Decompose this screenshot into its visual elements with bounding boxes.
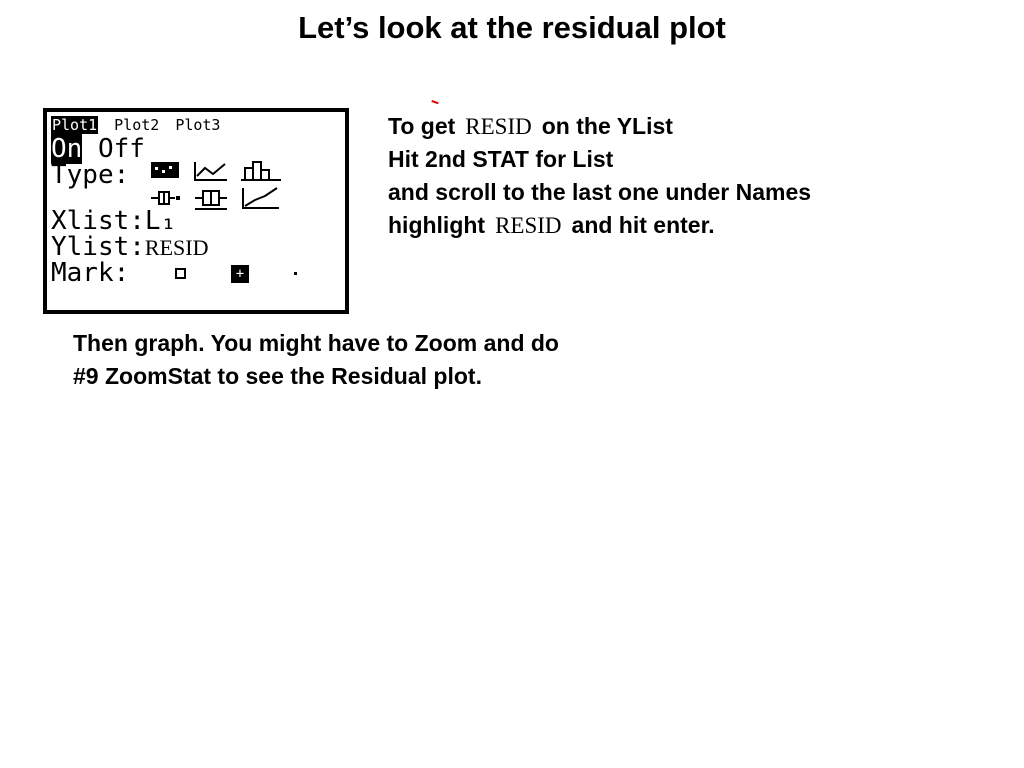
line1-pre: To get	[388, 113, 456, 139]
followup-line-1: Then graph. You might have to Zoom and d…	[73, 330, 559, 356]
mark-row: Mark: +	[51, 258, 298, 288]
tab-plot3[interactable]: Plot3	[175, 116, 221, 134]
mark-square-icon[interactable]	[174, 268, 186, 279]
on-option[interactable]: On	[51, 134, 83, 164]
instruction-line-3: and scroll to the last one under Names	[388, 179, 812, 205]
ylist-value[interactable]: RESID	[144, 235, 209, 260]
type-label: Type:	[51, 160, 130, 190]
off-option[interactable]: Off	[97, 134, 145, 164]
xlist-value[interactable]: L₁	[144, 206, 177, 236]
tab-plot2[interactable]: Plot2	[114, 116, 160, 134]
histogram-icon[interactable]	[241, 161, 281, 181]
instruction-line-4: highlight RESID and hit enter.	[388, 209, 811, 242]
xlist-label: Xlist:	[51, 206, 145, 236]
line1-post: on the YList	[541, 113, 673, 139]
mark-dot-icon[interactable]	[294, 272, 298, 275]
line4-resid: RESID	[495, 213, 562, 238]
normal-probability-plot-icon[interactable]	[242, 187, 279, 209]
followup-text: Then graph. You might have to Zoom and d…	[73, 327, 559, 393]
ylist-label: Ylist:	[51, 232, 145, 262]
line1-resid: RESID	[465, 114, 532, 139]
scatter-plot-icon[interactable]	[151, 162, 179, 178]
followup-line-2: #9 ZoomStat to see the Residual plot.	[73, 363, 482, 389]
plot-type-icons	[151, 161, 281, 210]
ylist-row[interactable]: Ylist:RESID	[51, 234, 208, 261]
xlist-row[interactable]: Xlist:L₁	[51, 208, 176, 234]
tab-plot1[interactable]: Plot1	[51, 116, 99, 134]
boxplot-icon[interactable]	[195, 190, 227, 210]
line4-pre: highlight	[388, 212, 486, 238]
mark-label: Mark:	[51, 258, 130, 288]
xyline-plot-icon[interactable]	[194, 162, 227, 181]
plot-tabs: Plot1 Plot2 Plot3	[51, 116, 236, 134]
instruction-line-1: To get RESID on the YList	[388, 110, 811, 143]
red-pen-mark	[430, 99, 439, 108]
mark-plus-icon[interactable]: +	[230, 264, 249, 283]
calculator-stat-plot-screen: Plot1 Plot2 Plot3 On Off Type:	[43, 108, 349, 314]
instruction-line-2: Hit 2nd STAT for List	[388, 146, 614, 172]
modified-boxplot-icon[interactable]	[151, 191, 180, 205]
on-off-row: On Off	[51, 134, 145, 164]
line4-post: and hit enter.	[571, 212, 715, 238]
slide-title: Let’s look at the residual plot	[298, 10, 726, 45]
